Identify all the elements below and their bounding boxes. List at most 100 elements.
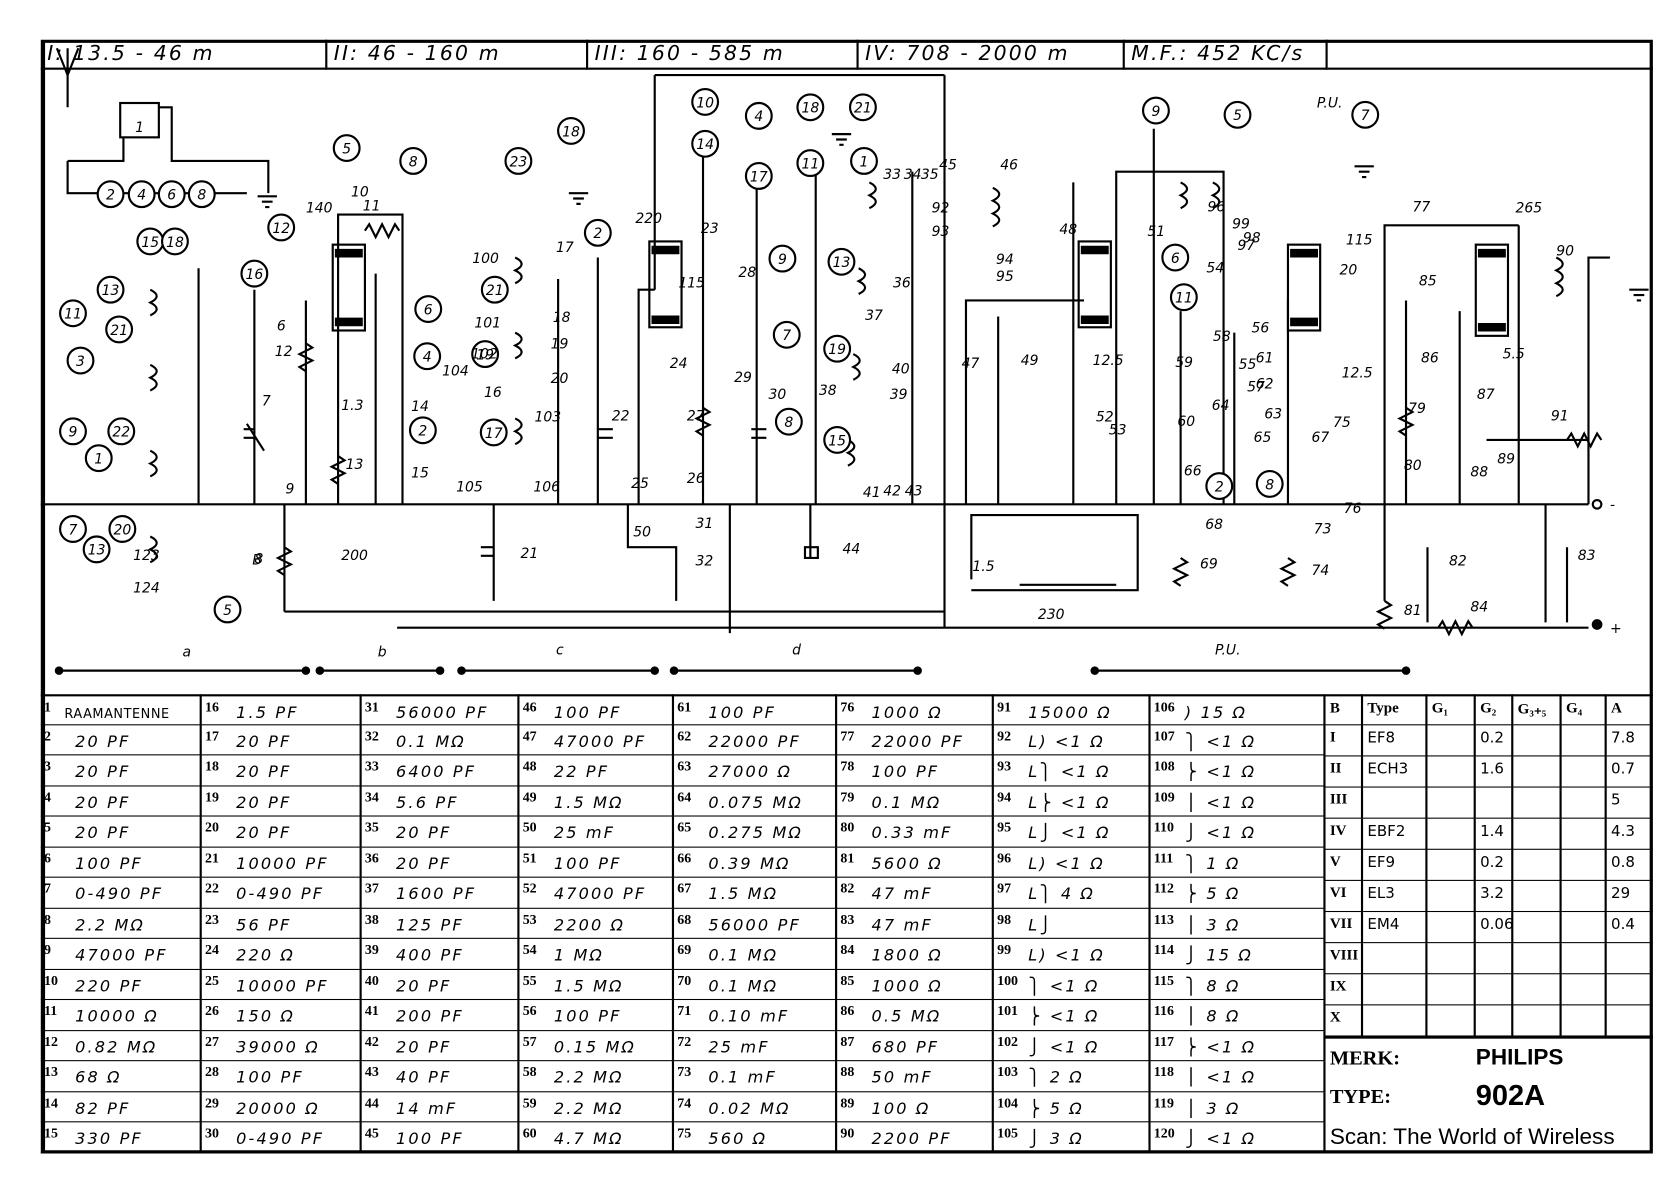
node-number: 7 [782, 328, 791, 344]
sheet-frame [40, 39, 1653, 1154]
circuit-node: 11 [59, 299, 87, 328]
circuit-node: 13 [827, 247, 856, 276]
component-label: 1.3 [341, 398, 363, 414]
circuit-node: 10 [691, 87, 720, 116]
component-number: 26 [205, 1002, 219, 1019]
component-number: 2 [44, 726, 51, 744]
component-number: 18 [205, 757, 219, 774]
component-value: 0.10 mF [708, 1006, 790, 1026]
component-value: 39000 Ω [236, 1037, 320, 1057]
tube-table-cell: EF8 [1363, 725, 1428, 757]
component-number: 39 [364, 941, 379, 958]
component-number: 107 [1153, 726, 1175, 744]
component-number: 33 [364, 757, 379, 774]
component-label: 16 [484, 385, 502, 401]
tube-table-cell: 4.3 [1606, 819, 1653, 850]
tube-table-cell [1427, 818, 1476, 850]
tube-table-cell [1561, 849, 1607, 881]
circuit-node: 23 [504, 147, 533, 175]
component-value: ⎭ 3 Ω [1028, 1128, 1084, 1149]
circuit-node: 2 [583, 218, 612, 247]
brand-box: MERK: PHILIPS TYPE: 902A Scan: The World… [1325, 1036, 1653, 1154]
component-value: 47 mF [871, 914, 933, 935]
component-number: 76 [840, 698, 855, 715]
circuit-node: 17 [744, 162, 773, 190]
component-number: 52 [522, 879, 537, 896]
component-label: 79 [1408, 401, 1426, 417]
component-value: 6400 PF [396, 761, 477, 782]
circuit-node: 19 [471, 340, 500, 369]
component-cell: 114⎭ 15 Ω [1150, 938, 1326, 970]
circuit-node: 8 [399, 147, 428, 175]
component-value: 2200 PF [871, 1128, 952, 1149]
component-value: 20 PF [396, 853, 452, 873]
circuit-node: 2 [1205, 472, 1234, 501]
component-number: 48 [522, 757, 537, 774]
component-value: 4.7 MΩ [553, 1128, 624, 1149]
tube-table-cell: 7.8 [1606, 725, 1653, 757]
component-label: 67 [1312, 430, 1330, 446]
section-label: b [378, 645, 387, 661]
tube-b [331, 243, 366, 332]
component-label: 81 [1404, 603, 1422, 619]
circuit-node: 4 [744, 101, 773, 130]
component-number: 110 [1153, 818, 1174, 835]
component-label: B [252, 552, 262, 568]
component-label: 22 [612, 409, 630, 425]
component-number: 38 [364, 910, 379, 927]
tube-table-cell: IV [1325, 818, 1364, 850]
component-number: 17 [205, 726, 219, 744]
component-label: 37 [865, 308, 883, 324]
node-number: 16 [245, 267, 263, 283]
node-number: 4 [754, 109, 763, 125]
tube-table-cell [1561, 912, 1607, 944]
tube-mixer [648, 240, 683, 329]
tube-table-cell [1561, 787, 1607, 819]
component-number: 43 [364, 1063, 379, 1080]
component-label: 63 [1264, 406, 1282, 422]
component-label: 20 [551, 371, 569, 387]
component-value: ⎪ <1 Ω [1184, 1067, 1257, 1087]
circuit-node: 8 [774, 407, 803, 436]
component-label: 73 [1314, 521, 1332, 537]
scan-credit: Scan: The World of Wireless [1329, 1124, 1615, 1150]
component-number: 68 [677, 910, 692, 927]
component-cell: 117⎬ <1 Ω [1150, 1030, 1326, 1062]
component-number: 40 [364, 971, 379, 988]
tube-table-cell [1561, 725, 1607, 757]
component-label: 50 [633, 525, 651, 541]
component-value: 20 PF [396, 975, 452, 996]
component-number: 41 [364, 1002, 379, 1019]
component-number: 8 [44, 910, 51, 927]
node-number: 9 [778, 252, 787, 268]
component-label: 10 [351, 184, 369, 200]
component-label: 56 [1251, 321, 1269, 337]
component-number: 62 [677, 726, 692, 744]
component-number: 21 [205, 849, 219, 866]
tube-table-cell: 0.4 [1606, 912, 1653, 944]
component-label: 77 [1412, 199, 1430, 215]
component-label: 20 [1339, 263, 1357, 279]
component-cell: 102⎭ <1 Ω [993, 1030, 1151, 1062]
component-number: 7 [44, 879, 51, 896]
tube-table-header: A [1606, 694, 1653, 726]
component-value: 100 PF [75, 853, 143, 873]
component-number: 101 [997, 1002, 1019, 1019]
component-number: 66 [677, 849, 692, 866]
